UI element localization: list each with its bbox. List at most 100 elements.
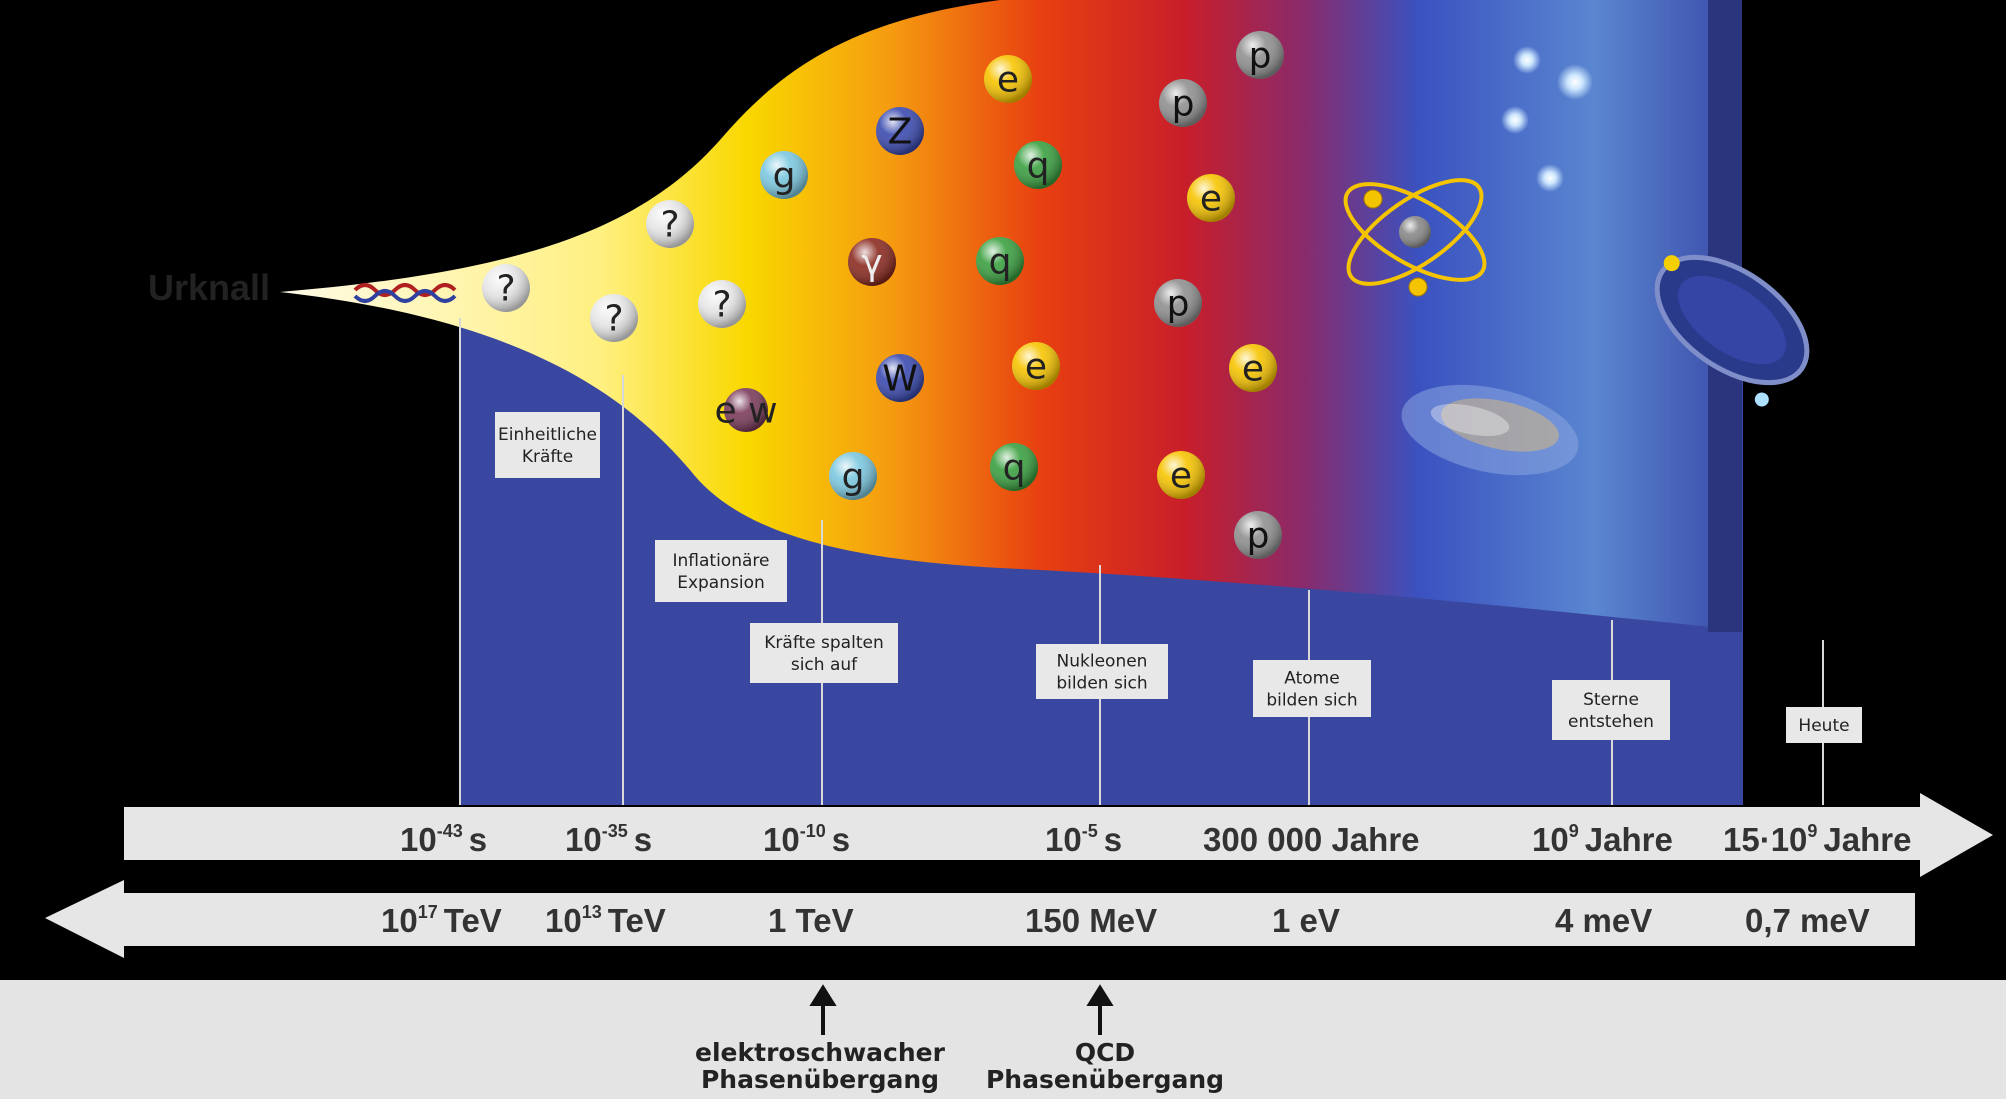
- particle: ?: [646, 200, 694, 248]
- svg-text:?: ?: [660, 205, 679, 246]
- phase-transition-labels: elektroschwacherPhasenübergangQCDPhasenü…: [695, 1038, 1224, 1094]
- particle: g: [829, 452, 877, 500]
- particle: ?: [482, 264, 530, 312]
- particle: p: [1234, 511, 1282, 559]
- svg-text:e: e: [1242, 349, 1264, 390]
- particle: ?: [590, 294, 638, 342]
- energy-arrow: [45, 880, 1915, 958]
- svg-text:e: e: [1200, 179, 1222, 220]
- svg-text:?: ?: [604, 299, 623, 340]
- phase-qcd-label: Phasenübergang: [986, 1065, 1224, 1094]
- svg-text:q: q: [989, 242, 1012, 283]
- particle: e: [1187, 174, 1235, 222]
- svg-text:e: e: [1025, 347, 1047, 388]
- epoch-box-text: Sterne: [1583, 690, 1639, 710]
- particle: p: [1159, 79, 1207, 127]
- epoch-box-text: Inflationäre: [673, 551, 770, 571]
- epoch-box-text: Kräfte: [522, 447, 573, 467]
- epoch-box-text: bilden sich: [1266, 691, 1357, 711]
- svg-text:q: q: [1003, 448, 1026, 489]
- epoch-box-text: Heute: [1798, 716, 1849, 736]
- svg-text:?: ?: [712, 285, 731, 326]
- svg-text:e: e: [997, 60, 1019, 101]
- particle: q: [976, 237, 1024, 285]
- svg-text:g: g: [773, 156, 796, 197]
- electroweak-arrow: [809, 984, 837, 1035]
- svg-text:γ: γ: [861, 243, 882, 284]
- phase-electroweak-label: Phasenübergang: [701, 1065, 939, 1094]
- particle: q: [990, 443, 1038, 491]
- quantum-fluctuation-icon: [353, 283, 457, 303]
- particle: e: [984, 55, 1032, 103]
- svg-text:Z: Z: [888, 112, 913, 153]
- epoch-box-text: Atome: [1284, 669, 1339, 689]
- particle: e: [1229, 344, 1277, 392]
- particle: γ: [848, 238, 896, 286]
- epoch-box-text: entstehen: [1568, 712, 1654, 732]
- particle: W: [876, 354, 924, 402]
- svg-text:p: p: [1172, 84, 1195, 125]
- epoch-box-text: bilden sich: [1056, 674, 1147, 694]
- epoch-box-text: Nukleonen: [1057, 652, 1148, 672]
- epoch-box-today: Heute: [1786, 707, 1862, 743]
- particle: e w: [714, 388, 778, 432]
- epoch-box-text: Kräfte spalten: [764, 633, 883, 653]
- big-bang-label: Urknall: [148, 267, 270, 308]
- axis-label: 1 TeV: [768, 902, 854, 939]
- particle: ?: [698, 280, 746, 328]
- particle: Z: [876, 107, 924, 155]
- svg-text:W: W: [882, 359, 918, 400]
- particle: p: [1236, 31, 1284, 79]
- axis-label: 150 MeV: [1025, 902, 1157, 939]
- svg-text:q: q: [1027, 146, 1050, 187]
- svg-text:?: ?: [496, 269, 515, 310]
- svg-text:p: p: [1167, 284, 1190, 325]
- galaxy-icon: [1654, 254, 1810, 407]
- epoch-boxes: EinheitlicheKräfteInflationäreExpansionK…: [495, 412, 1862, 743]
- phase-electroweak-label: elektroschwacher: [695, 1038, 946, 1067]
- axis-label: 4 meV: [1555, 902, 1652, 939]
- time-arrow: [124, 793, 1993, 877]
- particle: e: [1012, 342, 1060, 390]
- svg-text:p: p: [1249, 36, 1272, 77]
- expansion-funnel: [280, 0, 1740, 630]
- atom-icon: [1343, 178, 1487, 297]
- qcd-arrow: [1086, 984, 1114, 1035]
- svg-text:p: p: [1247, 516, 1270, 557]
- phase-panel: [0, 980, 2006, 1099]
- svg-text:e: e: [1170, 456, 1192, 497]
- epoch-box-text: Einheitliche: [498, 425, 597, 445]
- particle: q: [1014, 141, 1062, 189]
- svg-text:g: g: [842, 457, 865, 498]
- particle: e: [1157, 451, 1205, 499]
- epoch-box-text: sich auf: [791, 655, 858, 675]
- phase-qcd-label: QCD: [1075, 1038, 1135, 1067]
- star-icon: [1501, 46, 1593, 192]
- axis-label: 0,7 meV: [1745, 902, 1870, 939]
- axis-label: 1 eV: [1272, 902, 1340, 939]
- particle: g: [760, 151, 808, 199]
- particle: p: [1154, 279, 1202, 327]
- galaxy-cluster-icon: [1401, 384, 1579, 476]
- axis-label: 300 000 Jahre: [1203, 821, 1420, 858]
- svg-text:e w: e w: [714, 391, 777, 432]
- epoch-box-text: Expansion: [677, 573, 765, 593]
